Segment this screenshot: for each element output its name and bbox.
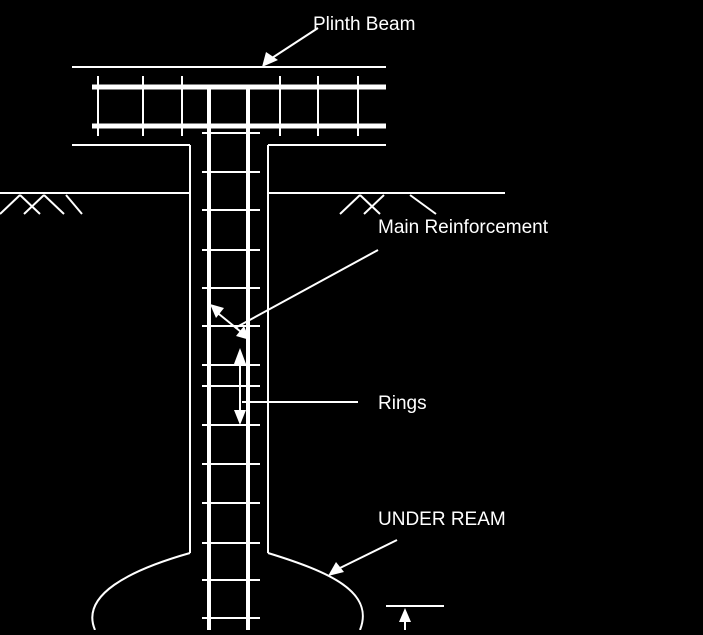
plinth-beam-stirrups: [97, 76, 359, 136]
ground-hatch-icon: [0, 194, 437, 215]
pile-shaft-outline: [189, 145, 269, 553]
main-reinforcement-bars: [207, 87, 250, 630]
double-arrow-icon: [210, 304, 224, 318]
arrow-head-icon: [262, 52, 278, 67]
plinth-beam-label: Plinth Beam: [313, 14, 416, 35]
main-reinforcement-leader: [210, 249, 379, 340]
under-ream-leader: [328, 539, 398, 576]
main-reinforcement-label: Main Reinforcement: [378, 217, 549, 238]
plinth-beam-bars: [92, 84, 386, 129]
under-ream-label: UNDER REAM: [378, 509, 506, 530]
arrow-head-icon: [328, 562, 344, 576]
rings-label: Rings: [378, 393, 427, 414]
rings-leader: [234, 348, 358, 425]
plinth-beam-leader: [262, 27, 319, 67]
rings: [202, 132, 260, 619]
depth-dimension-marker: [386, 605, 444, 630]
under-ream-bulb: [91, 552, 364, 631]
